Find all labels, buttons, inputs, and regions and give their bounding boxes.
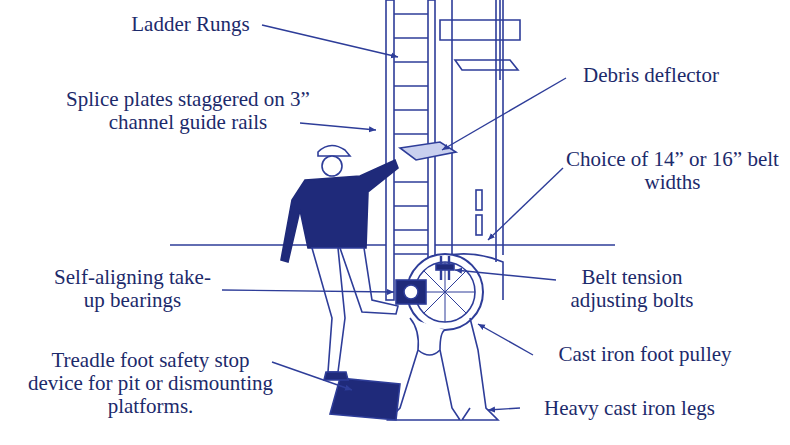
leg-arch bbox=[418, 350, 440, 355]
casing-slot bbox=[476, 215, 482, 235]
treadle-platform bbox=[330, 378, 400, 420]
part-label: Self-aligning take-up bearings bbox=[45, 266, 220, 312]
ladder-rungs bbox=[394, 14, 428, 254]
part-label: Splice plates staggered on 3” channel gu… bbox=[60, 88, 316, 134]
person-figure bbox=[281, 145, 398, 380]
take-up-bearing bbox=[396, 280, 426, 304]
leader-lines bbox=[222, 25, 566, 410]
part-label: Debris deflector bbox=[566, 64, 736, 87]
cast-iron-leg bbox=[462, 318, 498, 420]
part-label: Cast iron foot pulley bbox=[535, 343, 755, 366]
part-label: Treadle foot safety stop device for pit … bbox=[28, 349, 273, 418]
debris-deflector bbox=[400, 142, 456, 160]
part-label: Choice of 14” or 16” belt widths bbox=[560, 148, 785, 194]
cast-iron-leg bbox=[388, 318, 460, 420]
bearing-hub bbox=[404, 285, 418, 299]
part-label: Ladder Rungs bbox=[118, 13, 263, 36]
casing-slot bbox=[476, 190, 482, 210]
guide-rail bbox=[428, 0, 435, 268]
guide-rail bbox=[386, 0, 394, 300]
part-label: Belt tension adjusting bolts bbox=[556, 266, 708, 312]
top-platform bbox=[440, 0, 520, 80]
bolt-nut bbox=[436, 264, 454, 270]
part-label: Heavy cast iron legs bbox=[522, 397, 737, 420]
